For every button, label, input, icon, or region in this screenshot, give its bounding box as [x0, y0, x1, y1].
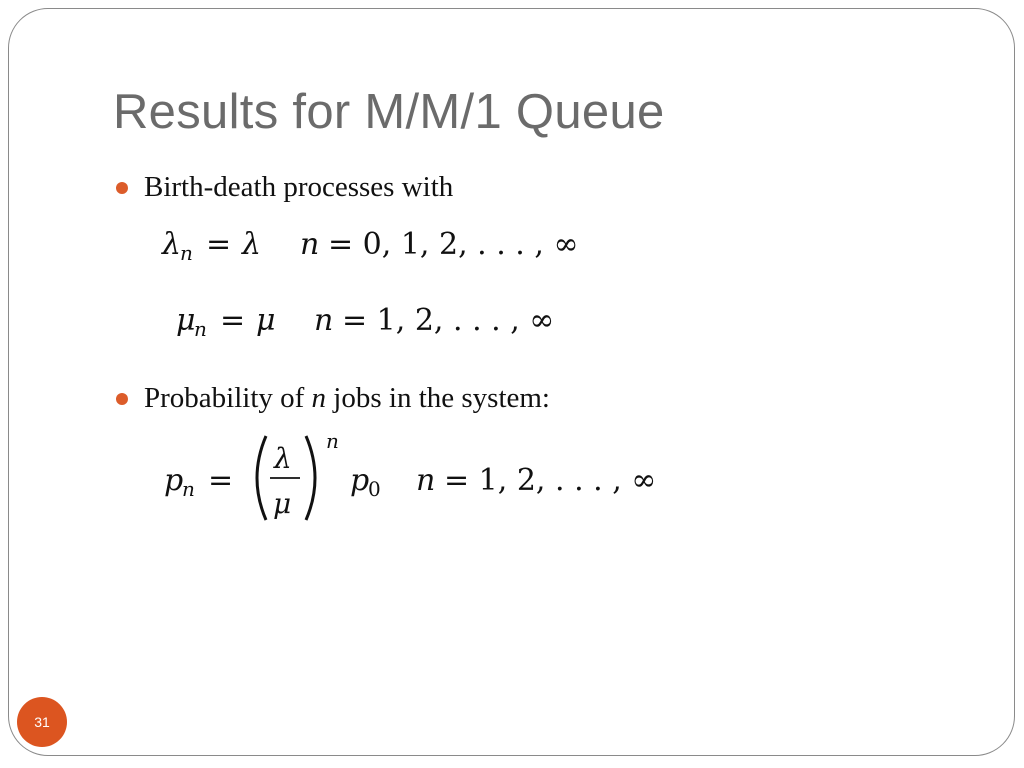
svg-text:n: n — [326, 429, 339, 453]
equation-lambda-range: n = 0, 1, 2, . . . , ∞ — [300, 227, 578, 262]
bullet-marker — [116, 182, 128, 194]
slide-frame — [8, 8, 1015, 756]
equation-lambda-n: λ n = λ n = 0, 1, 2, . . . , ∞ — [161, 227, 578, 265]
bullet-birth-death: Birth-death processes with — [144, 171, 454, 203]
bullet-probability-text: Probability of — [144, 382, 312, 414]
svg-text:= 0, 1, 2, . . . , ∞: = 0, 1, 2, . . . , ∞ — [328, 227, 578, 262]
svg-text:=: = — [208, 463, 233, 498]
svg-text:=: = — [206, 227, 231, 262]
svg-text:p: p — [350, 463, 369, 498]
svg-text:n: n — [194, 317, 207, 341]
svg-text:μ: μ — [176, 303, 196, 338]
svg-text:n: n — [180, 241, 193, 265]
svg-text:μ: μ — [273, 487, 291, 520]
svg-text:λ: λ — [161, 227, 181, 262]
svg-text:μ: μ — [256, 303, 276, 338]
slide-title: Results for M/M/1 Queue — [113, 85, 665, 139]
svg-text:p: p — [164, 463, 183, 498]
svg-text:0: 0 — [368, 477, 381, 501]
bullet-probability-variable: n — [311, 382, 327, 414]
bullet-marker — [116, 393, 128, 405]
equation-mu-range: n = 1, 2, . . . , ∞ — [314, 303, 554, 338]
equation-mu-n: μ n = μ n = 1, 2, . . . , ∞ — [176, 303, 554, 341]
svg-text:n: n — [314, 303, 333, 338]
svg-text:λ: λ — [273, 442, 292, 475]
svg-text:n: n — [182, 477, 195, 501]
svg-text:= 1, 2, . . . , ∞: = 1, 2, . . . , ∞ — [342, 303, 554, 338]
page-number-badge: 31 — [17, 697, 67, 747]
bullet-probability: Probability of n jobs in the system: — [144, 382, 550, 415]
bullet-probability-text-end: jobs in the system: — [326, 382, 550, 414]
svg-text:λ: λ — [241, 227, 261, 262]
equation-p-range: n = 1, 2, . . . , ∞ — [416, 463, 656, 498]
svg-text:=: = — [220, 303, 245, 338]
svg-text:= 1, 2, . . . , ∞: = 1, 2, . . . , ∞ — [444, 463, 656, 498]
equation-p-n: p n = λ μ n p 0 n = 1, 2, . . . , ∞ — [164, 429, 656, 521]
svg-text:n: n — [416, 463, 435, 498]
svg-text:n: n — [300, 227, 319, 262]
